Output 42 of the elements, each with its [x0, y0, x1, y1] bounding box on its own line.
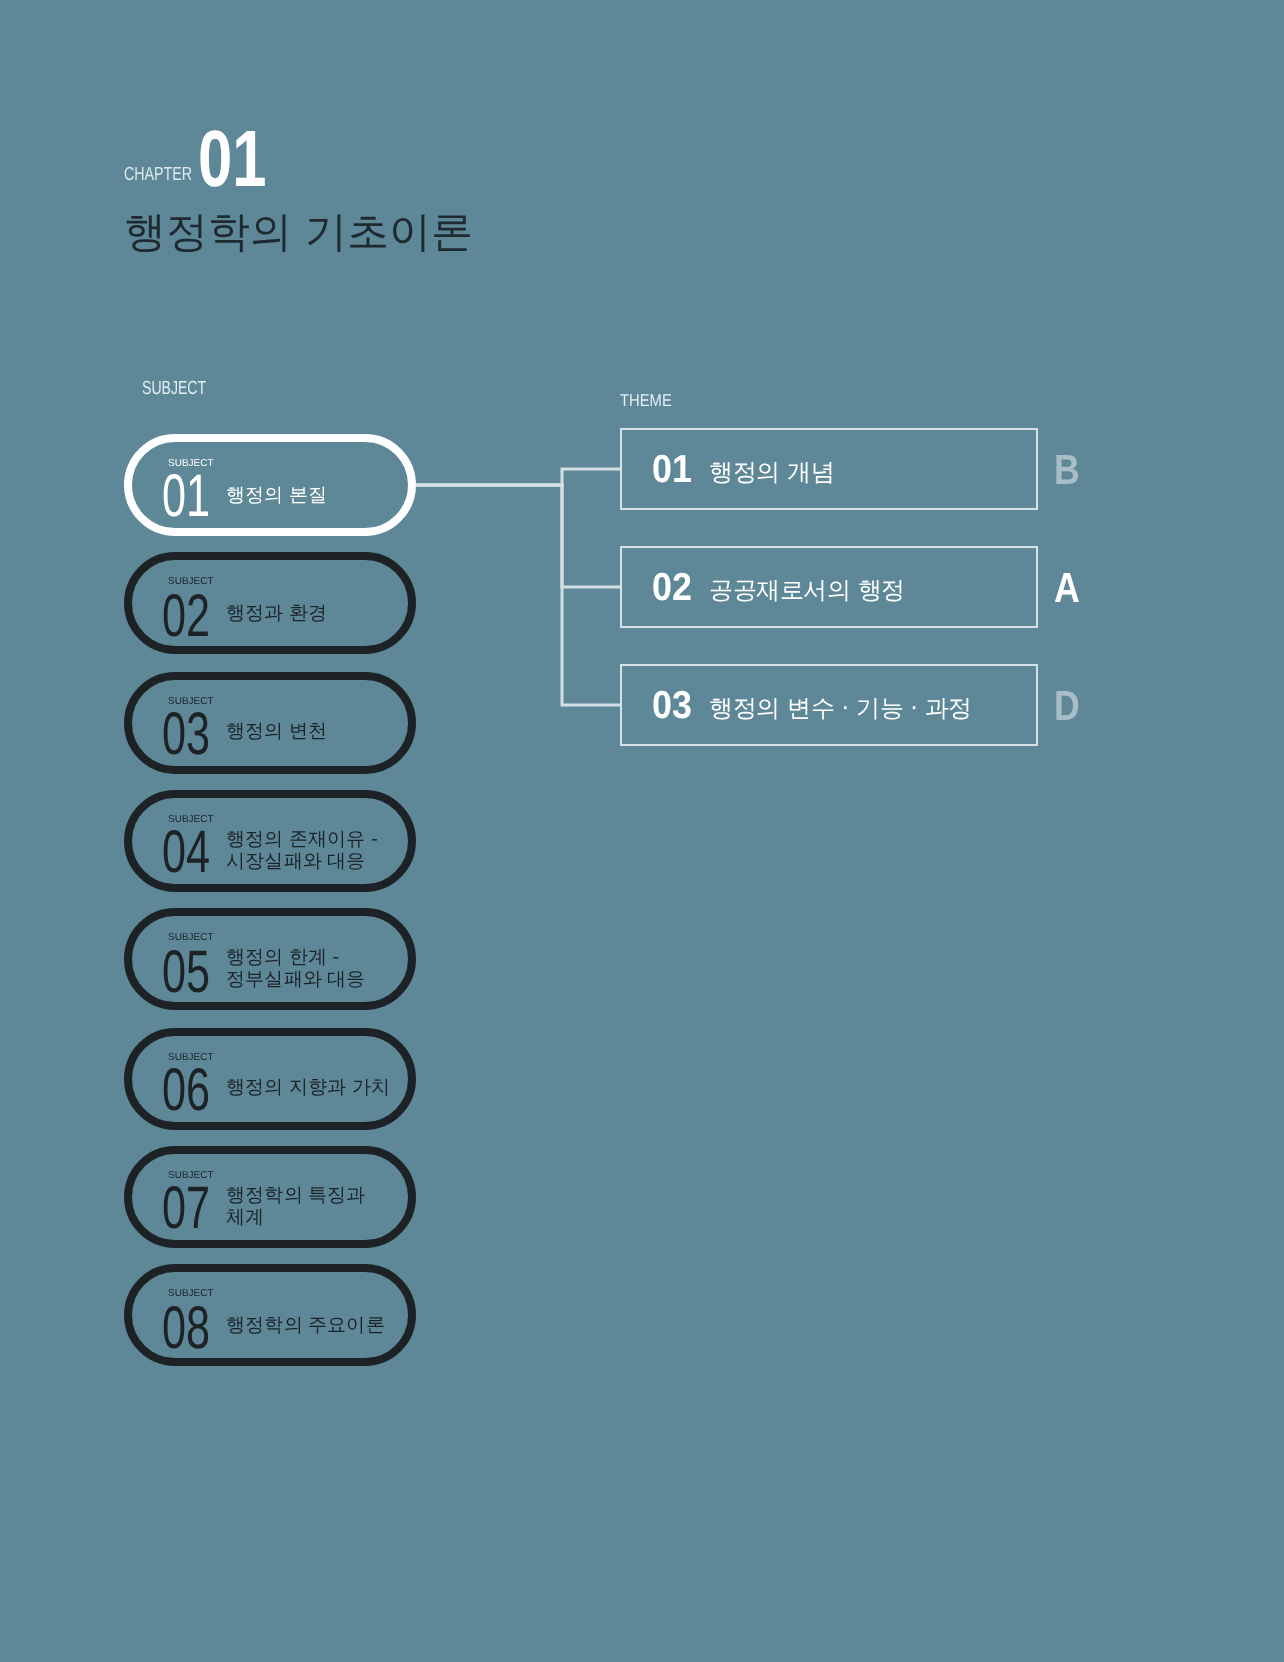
page-title: 행정학의 기초이론	[124, 212, 474, 254]
subject-pill	[124, 552, 416, 655]
subject-number: 05	[161, 943, 210, 1004]
subject-pill	[124, 1264, 416, 1367]
subject-number: 03	[161, 706, 210, 767]
subject-pill	[124, 434, 416, 536]
subject-pill	[124, 790, 416, 893]
theme-number: 01	[651, 452, 691, 492]
subject-number: 07	[161, 1180, 210, 1241]
theme-title: 행정의 변수 · 기능 · 과정	[709, 694, 973, 723]
subject-title: 행정의 지향과 가치	[226, 1077, 391, 1100]
theme-title: 공공재로서의 행정	[709, 576, 906, 605]
subject-number: 02	[161, 587, 210, 648]
theme-number: 02	[651, 570, 691, 610]
subject-title: 행정의 본질	[226, 483, 328, 507]
subject-title: 행정학의 특징과 체계	[226, 1184, 368, 1230]
subject-pill	[124, 1146, 416, 1249]
subject-number: 04	[161, 824, 210, 885]
theme-box	[620, 428, 1037, 510]
connector-line	[416, 483, 620, 707]
subject-title: 행정의 한계 - 정부실패와 대응	[226, 947, 368, 993]
subject-title: 행정학의 주요이론	[226, 1314, 385, 1338]
subject-title: 행정의 변천	[226, 721, 328, 744]
theme-number: 03	[651, 688, 691, 728]
theme-box	[620, 664, 1037, 746]
column-heading: THEME	[620, 391, 672, 409]
grade-letter: D	[1054, 686, 1080, 729]
chapter-number: 01	[198, 119, 267, 200]
grade-letter: A	[1054, 568, 1080, 611]
subject-title: 행정의 존재이유 - 시장실패와 대응	[226, 828, 379, 874]
subject-pill	[124, 671, 416, 774]
subject-pill	[124, 908, 416, 1011]
subject-number: 06	[161, 1062, 210, 1123]
theme-box	[620, 546, 1037, 628]
chapter-label: CHAPTER	[124, 165, 193, 185]
column-heading: SUBJECT	[142, 379, 207, 399]
subject-number: 08	[161, 1299, 210, 1360]
grade-letter: B	[1054, 450, 1080, 493]
subject-number: 01	[161, 468, 210, 529]
subject-title: 행정과 환경	[226, 602, 328, 626]
theme-title: 행정의 개념	[709, 458, 835, 487]
subject-pill	[124, 1027, 416, 1130]
